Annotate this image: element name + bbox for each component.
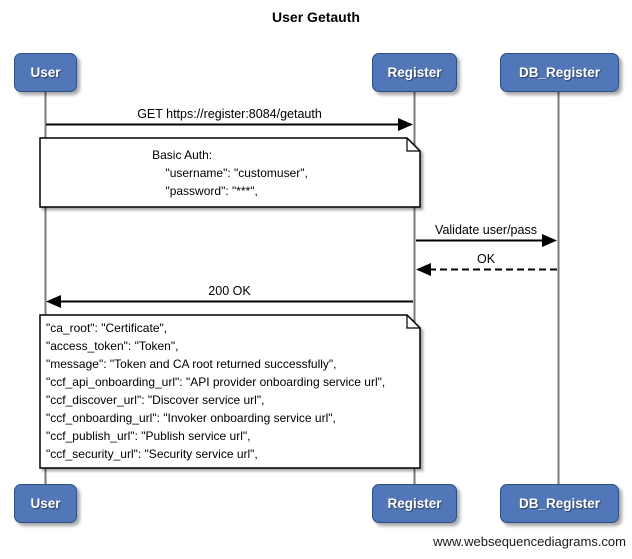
- note-token-response-fold: [406, 315, 420, 329]
- actor-db-register-top: DB_Register: [500, 53, 619, 92]
- diagram-title: User Getauth: [272, 9, 360, 25]
- message-ok-label: OK: [476, 252, 496, 266]
- actor-db-register-label: DB_Register: [518, 496, 601, 511]
- actor-user-top: User: [14, 53, 77, 92]
- note-basic-auth: Basic Auth: "username": "customuser", "p…: [40, 138, 420, 207]
- note-basic-auth-shape: [39, 137, 421, 208]
- message-get-getauth-arrowhead: [398, 118, 413, 131]
- actor-user-label: User: [30, 496, 61, 511]
- actor-user-label: User: [30, 65, 61, 80]
- watermark: www.websequencediagrams.com: [433, 534, 626, 549]
- message-ok-arrowhead: [416, 263, 431, 276]
- message-200ok-arrowhead: [46, 295, 61, 308]
- actor-db-register-label: DB_Register: [518, 65, 601, 80]
- note-basic-auth-fold: [406, 138, 420, 152]
- note-token-response: "ca_root": "Certificate", "access_token"…: [46, 321, 386, 461]
- message-validate-label: Validate user/pass: [435, 223, 537, 237]
- message-get-getauth-label: GET https://register:8084/getauth: [137, 107, 322, 121]
- note-token-response-shape: [39, 314, 421, 469]
- actor-register-label: Register: [387, 65, 442, 80]
- actor-user-bottom: User: [14, 484, 77, 523]
- actor-register-label: Register: [387, 496, 442, 511]
- actor-register-top: Register: [372, 53, 457, 92]
- message-validate-arrowhead: [542, 234, 557, 247]
- actor-register-bottom: Register: [372, 484, 457, 523]
- message-200ok-label: 200 OK: [208, 284, 251, 298]
- note-basic-auth-text: Basic Auth: "username": "customuser", "p…: [152, 147, 308, 198]
- actor-db-register-bottom: DB_Register: [500, 484, 619, 523]
